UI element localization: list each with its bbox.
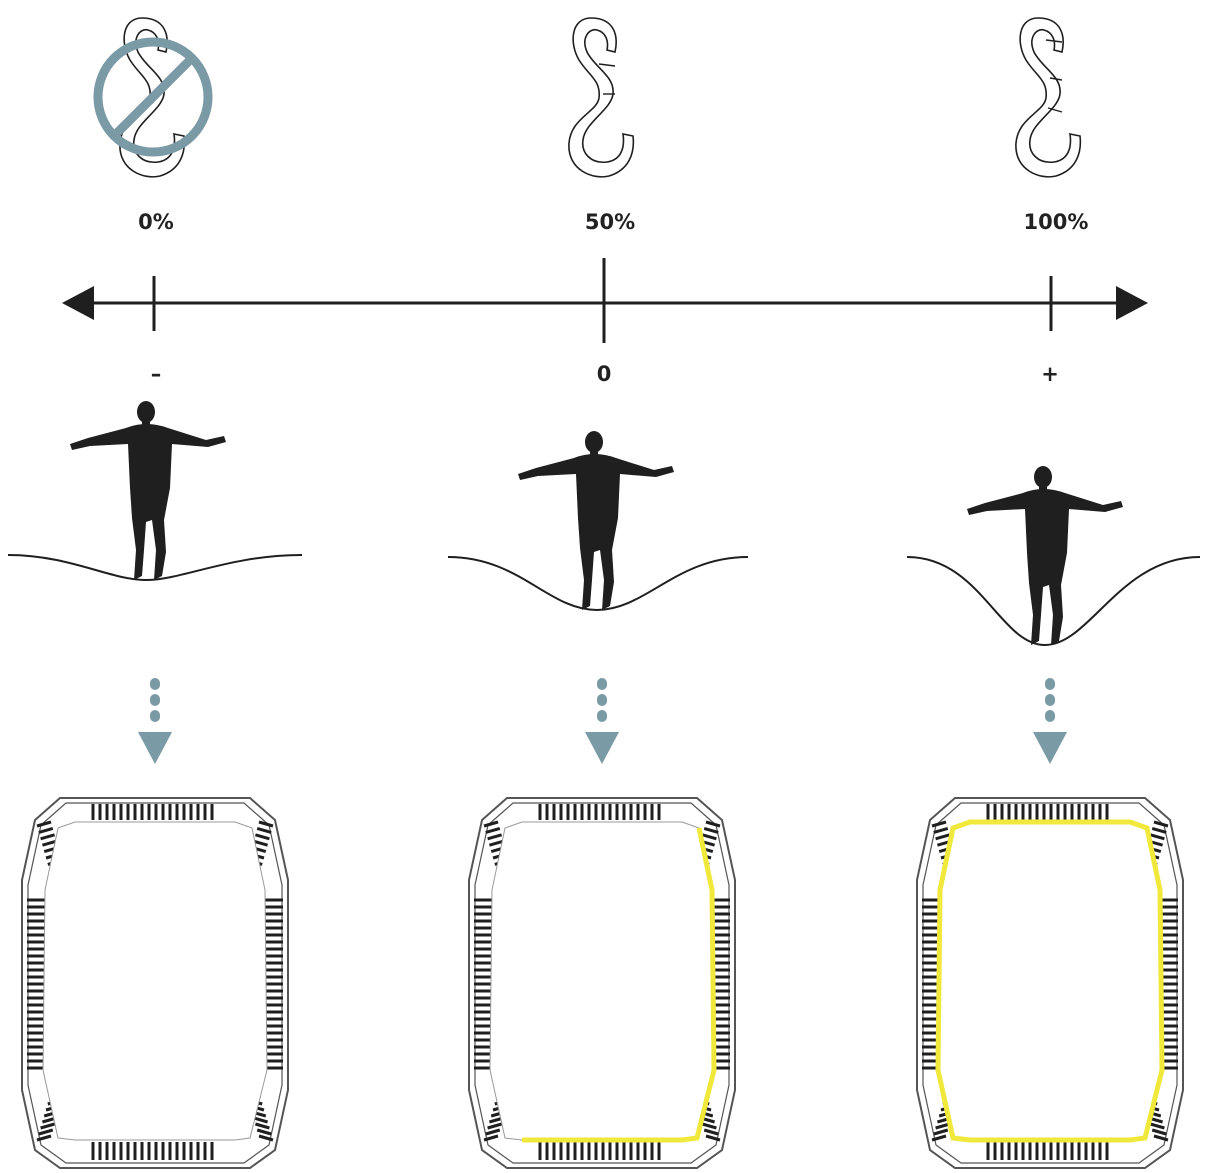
percent-label-center: 50%: [584, 210, 636, 234]
axis-label-zero: 0: [596, 362, 612, 386]
down-arrow-icon: [1033, 678, 1067, 764]
sag-curve-right: [906, 556, 1201, 647]
highlight-outline: [522, 827, 717, 1143]
prohibited-icon: [93, 37, 213, 157]
arrow-right-icon: [1116, 286, 1148, 320]
jumper-figure-right: [967, 466, 1123, 645]
percent-label-right: 100%: [1023, 210, 1089, 234]
down-arrow-icon: [585, 678, 619, 764]
sag-curve-left: [7, 554, 303, 582]
percent-label-left: 0%: [138, 210, 174, 234]
arrow-left-icon: [62, 286, 94, 320]
axis-label-minus: –: [150, 362, 162, 386]
trampoline-frame: [468, 797, 736, 1169]
sag-curve-center: [447, 556, 749, 612]
trampoline-frame: [916, 797, 1184, 1169]
s-hook-icon: [568, 17, 635, 178]
s-hook-icon: [1015, 17, 1082, 178]
axis-label-plus: +: [1041, 362, 1059, 386]
jumper-figure-center: [518, 431, 674, 610]
jumper-figure-left: [70, 401, 226, 580]
highlight-outline: [935, 819, 1165, 1143]
trampoline-frame: [21, 797, 289, 1169]
down-arrow-icon: [138, 678, 172, 764]
